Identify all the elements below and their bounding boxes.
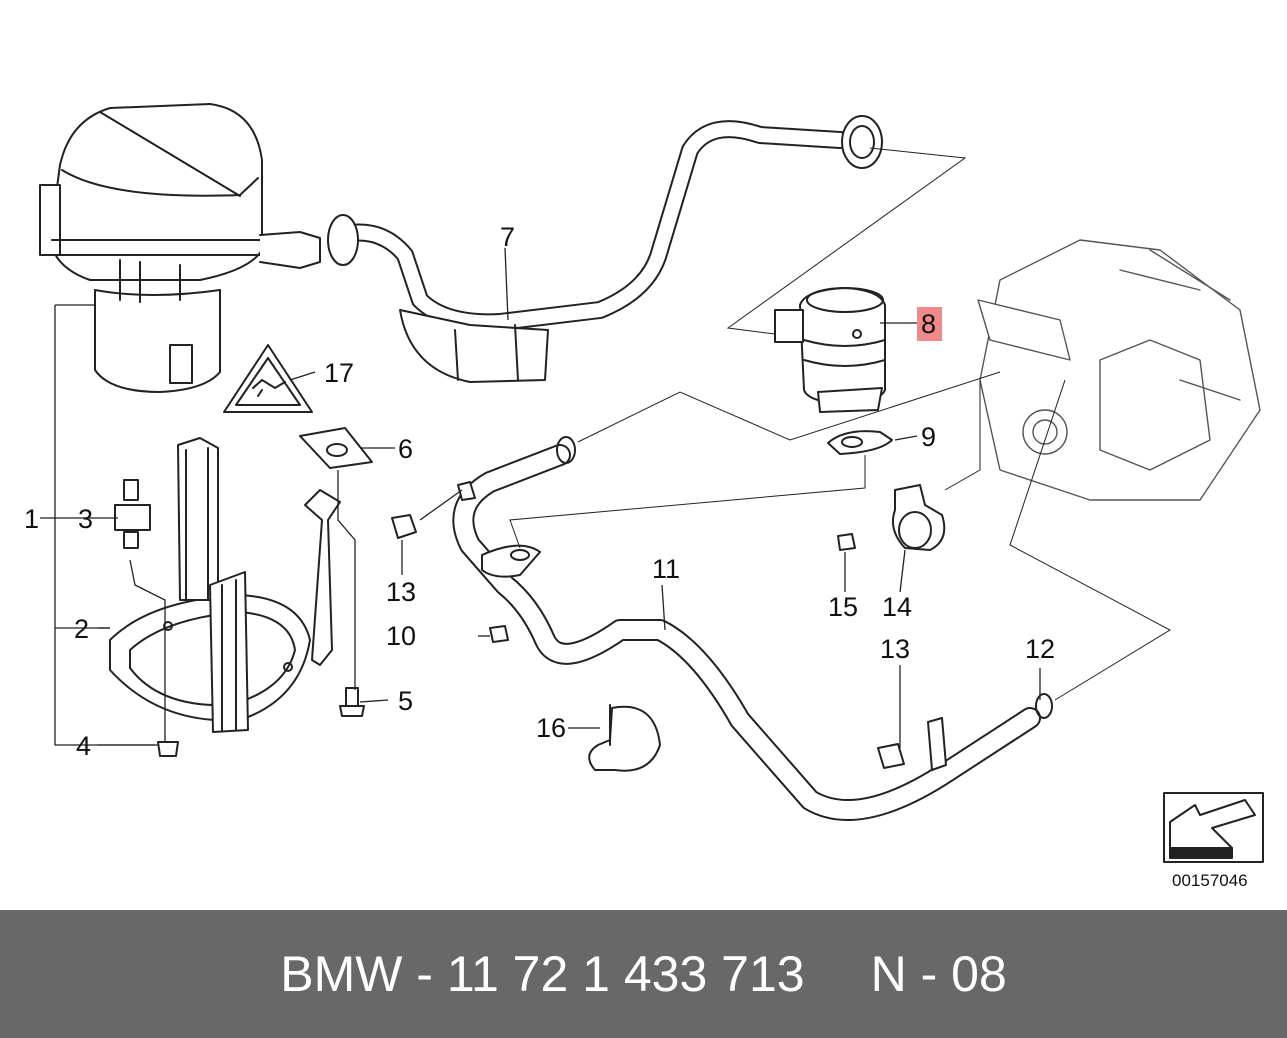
label-part-10: 10 (386, 621, 416, 651)
label-part-7: 7 (500, 222, 515, 252)
label-part-9: 9 (921, 422, 936, 452)
clamp-14-drawing (837, 484, 946, 551)
label-part-13-upper: 13 (386, 577, 416, 607)
callout-lines (40, 247, 1041, 748)
label-part-2: 2 (74, 614, 89, 644)
air-pump-drawing (39, 103, 321, 393)
highlight-box-part-8 (917, 307, 942, 341)
valve-8-drawing (774, 287, 886, 413)
bracket-drawing (109, 437, 311, 733)
label-part-17: 17 (324, 358, 354, 388)
engine-block-drawing (977, 239, 1261, 501)
warning-label-drawing (223, 344, 313, 413)
diagram-index-text: N - 08 (870, 946, 1007, 1002)
gasket-9-drawing (827, 430, 893, 455)
footer-bar: BMW - 11 72 1 433 713 N - 08 (0, 910, 1287, 1038)
label-part-5: 5 (398, 686, 413, 716)
exploded-parts-diagram: 1 2 3 4 5 6 7 8 9 10 11 12 13 13 14 15 1… (24, 103, 1264, 890)
bolts-13-drawing (391, 514, 905, 769)
label-part-4: 4 (76, 731, 91, 761)
reference-code: 00157046 (1172, 871, 1248, 890)
reference-arrow-box (1163, 792, 1264, 863)
part-labels: 1 2 3 4 5 6 7 8 9 10 11 12 13 13 14 15 1… (24, 222, 1055, 761)
label-part-3: 3 (78, 504, 93, 534)
label-part-8: 8 (921, 309, 936, 339)
part-number-text: BMW - 11 72 1 433 713 (280, 946, 805, 1002)
hose-7-drawing (327, 115, 883, 383)
label-part-1: 1 (24, 504, 39, 534)
strap-drawing (299, 427, 373, 717)
label-part-6: 6 (398, 434, 413, 464)
label-part-12: 12 (1025, 634, 1055, 664)
label-part-13-lower: 13 (880, 634, 910, 664)
label-part-16: 16 (536, 713, 566, 743)
rubber-mount-drawing (114, 479, 179, 757)
label-part-15: 15 (828, 592, 858, 622)
label-part-11: 11 (652, 554, 680, 584)
pipe-11-drawing (452, 436, 1053, 821)
clip-16-drawing (588, 704, 661, 772)
label-part-14: 14 (882, 592, 912, 622)
reference-lines (509, 147, 1172, 701)
